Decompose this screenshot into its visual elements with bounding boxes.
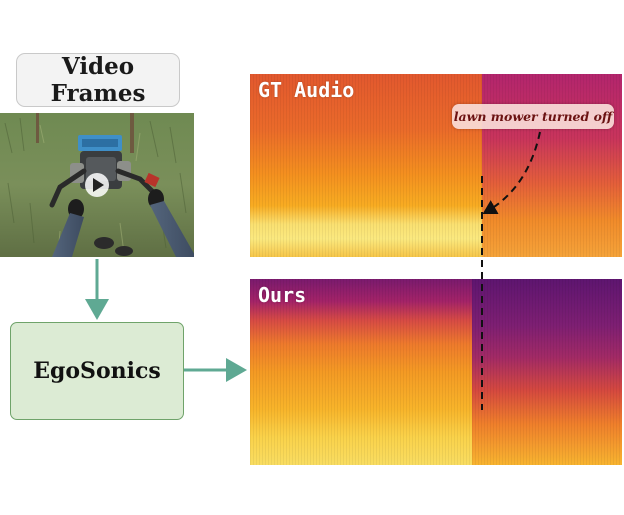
egosonics-model-box[interactable]: EgoSonics [10, 322, 184, 420]
annotation-text: lawn mower turned off [453, 109, 613, 124]
video-frames-label: Video Frames [16, 53, 180, 107]
video-frame-thumbnail[interactable] [0, 113, 194, 257]
ours-title: Ours [258, 283, 307, 307]
ours-spectrogram-image [250, 279, 622, 465]
lawn-mower-annotation: lawn mower turned off [452, 104, 614, 129]
gt-audio-spectrogram: GT Audio [250, 74, 622, 257]
video-frames-text: Video Frames [50, 53, 146, 107]
ours-spectrogram: Ours [250, 279, 622, 465]
video-frame-illustration [0, 113, 194, 257]
play-icon[interactable] [85, 173, 109, 197]
model-label: EgoSonics [33, 358, 161, 384]
gt-audio-title: GT Audio [258, 78, 355, 102]
